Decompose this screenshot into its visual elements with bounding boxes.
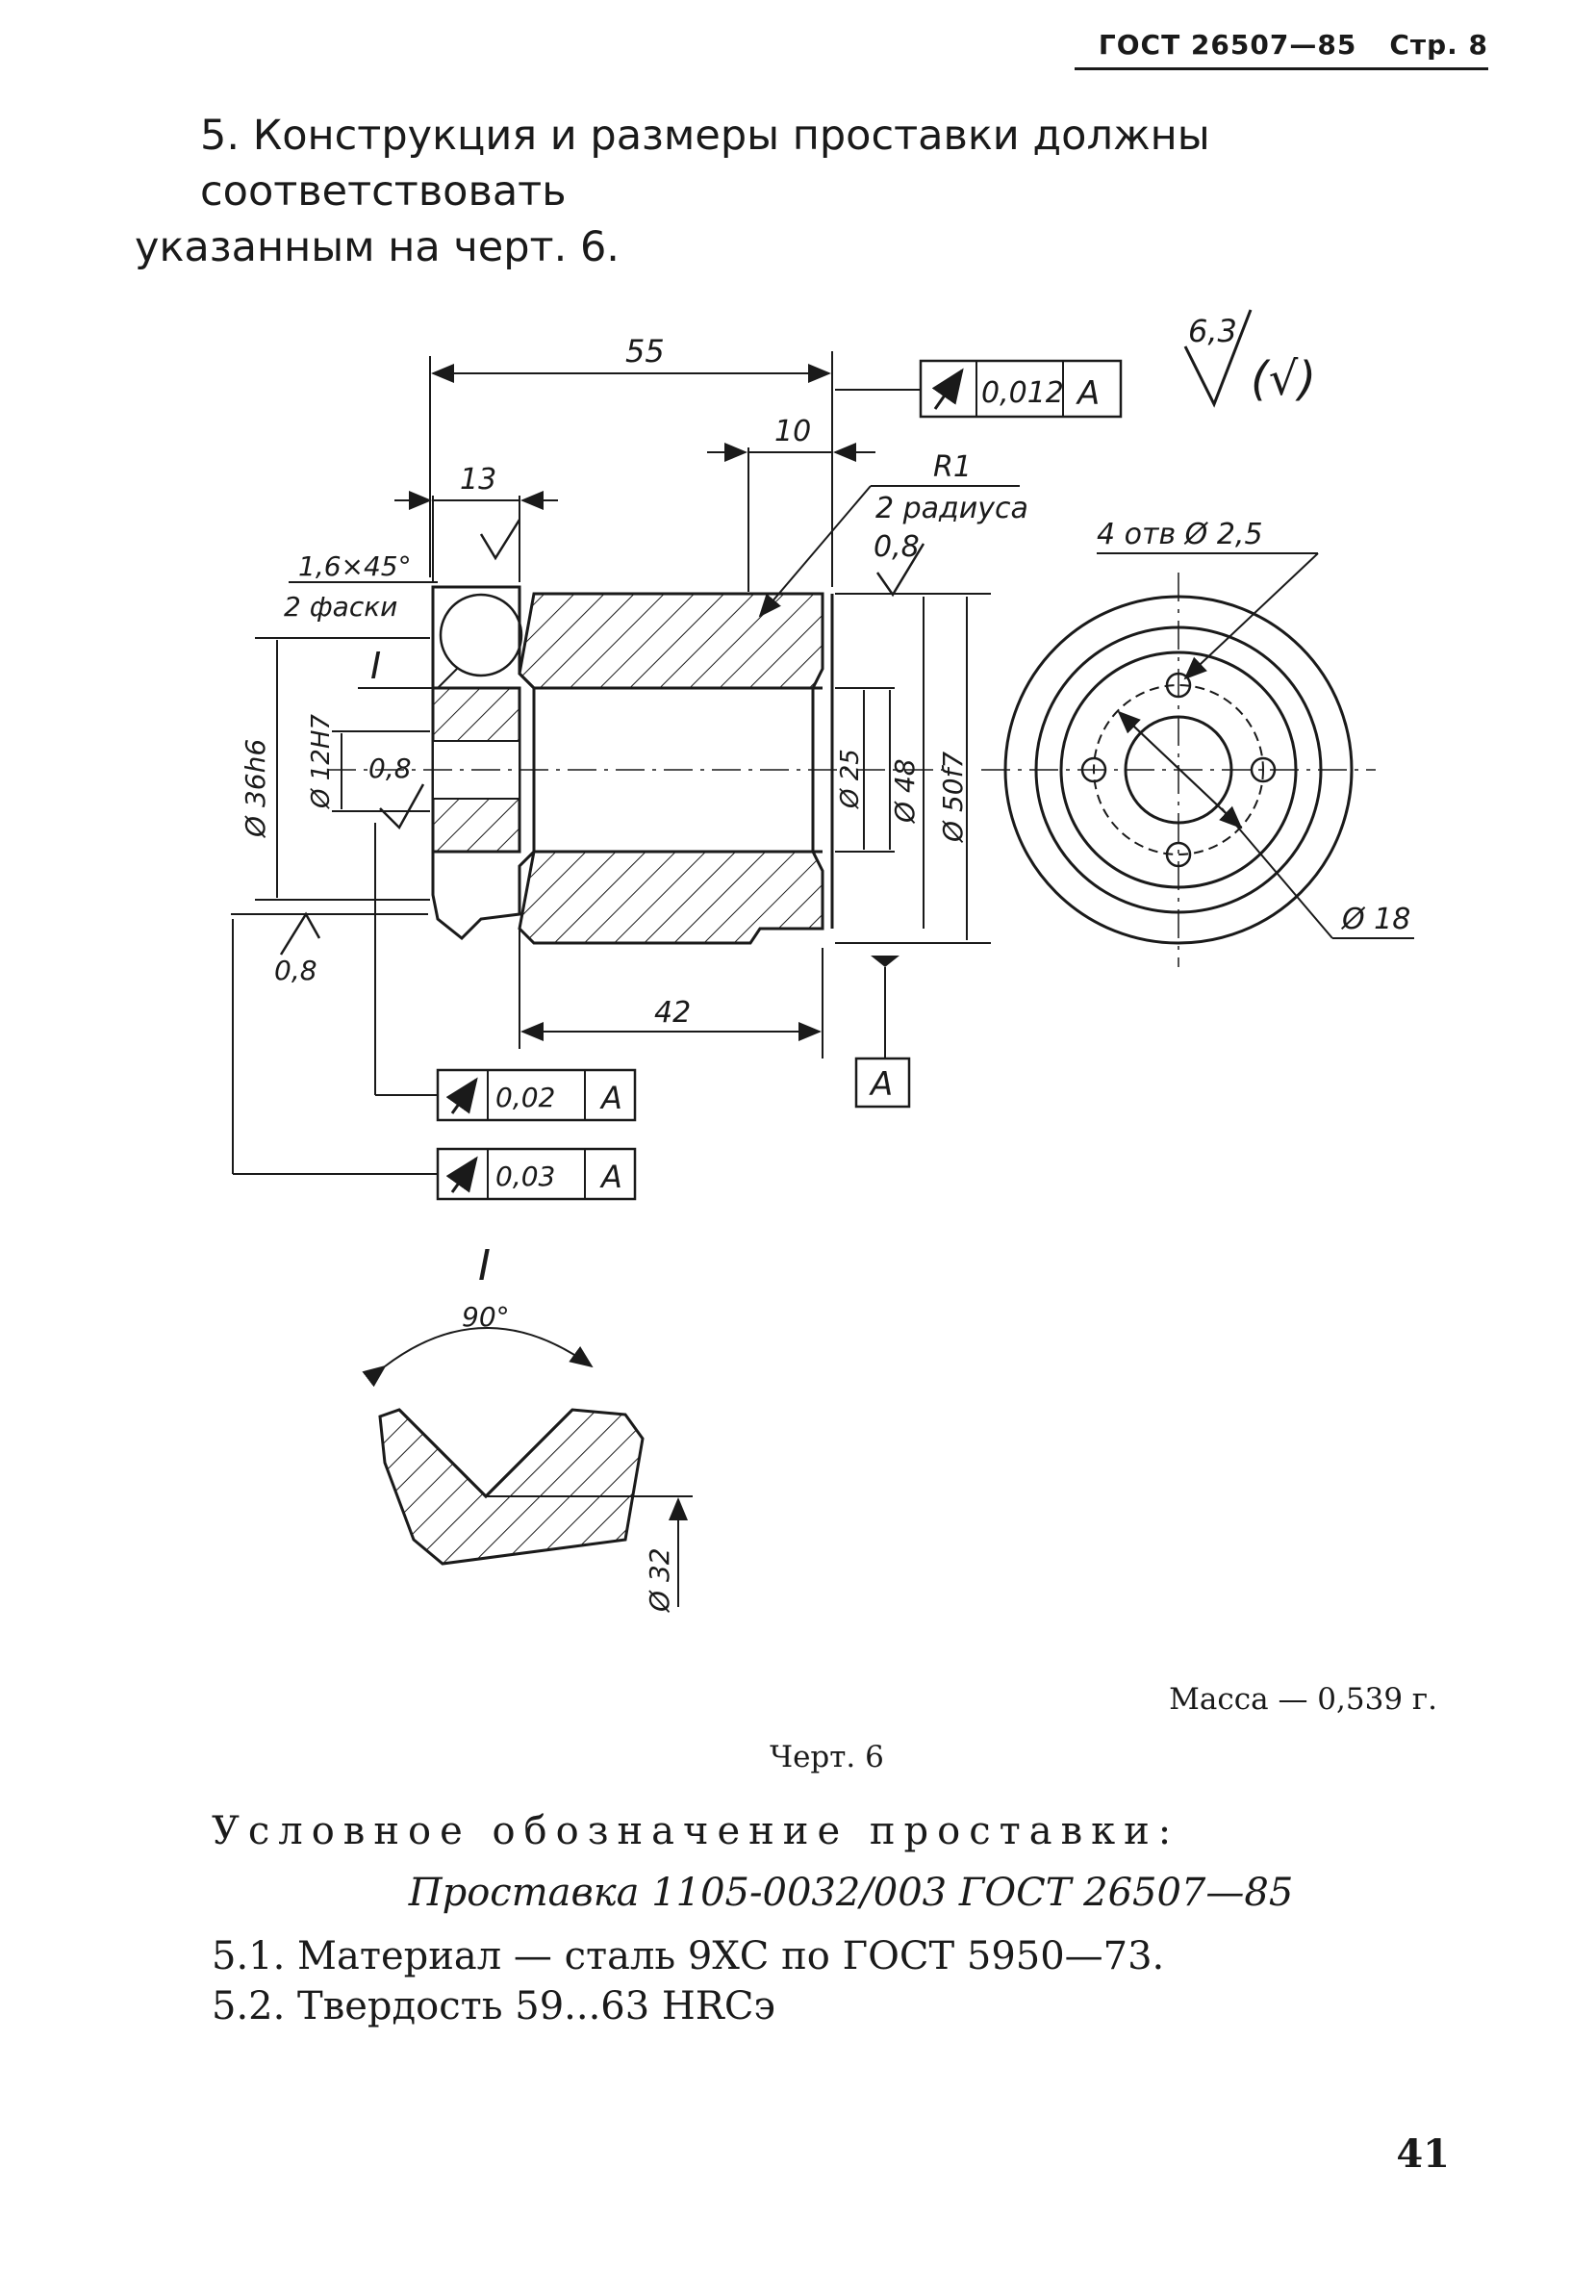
datum-a-label: A <box>869 1065 893 1104</box>
runout-mid-base: A <box>599 1080 622 1116</box>
section-5-text: 5. Конструкция и размеры проставки должн… <box>135 108 1491 275</box>
dimension-dia-50: Ø 50f7 <box>835 593 991 944</box>
dimension-13-label: 13 <box>460 463 496 497</box>
page-number: 41 <box>1396 2131 1450 2177</box>
roughness-08-left-value: 0,8 <box>368 753 412 784</box>
dimension-10-label: 10 <box>774 415 811 448</box>
detail-dia-label: Ø 32 <box>644 1547 675 1613</box>
dia-25-label: Ø 25 <box>836 749 865 809</box>
runout-top-value: 0,012 <box>981 376 1064 410</box>
designation-value: Проставка 1105-0032/003 ГОСТ 26507—85 <box>408 1871 1294 1915</box>
dia-12-label: Ø 12H7 <box>307 714 336 809</box>
detail-title: I <box>478 1241 491 1290</box>
view-mark-callout: I <box>358 645 458 689</box>
section-view <box>327 585 943 945</box>
runout-mid-value: 0,02 <box>495 1082 555 1113</box>
dimension-dia-36: Ø 36h6 <box>240 637 430 901</box>
dia-36-label: Ø 36h6 <box>240 739 271 838</box>
dimension-dia-25: Ø 25 <box>836 690 865 850</box>
item-5-1: 5.1. Материал — сталь 9ХС по ГОСТ 5950—7… <box>212 1934 1165 1978</box>
header-rule <box>1075 67 1488 70</box>
page-header: ГОСТ 26507—85 Стр. 8 <box>1099 29 1488 61</box>
chamfer-note: 2 фаски <box>284 591 397 623</box>
dia-50-label: Ø 50f7 <box>937 752 969 843</box>
dia-18-label: Ø 18 <box>1340 903 1410 936</box>
runout-frame-mid: 0,02 A <box>374 823 637 1122</box>
roughness-rest-mark: (√) <box>1251 352 1316 406</box>
roughness-08-top: 0,8 <box>874 530 925 598</box>
roughness-08-top-value: 0,8 <box>874 530 920 564</box>
view-mark-label: I <box>370 645 381 687</box>
holes-label: 4 отв Ø 2,5 <box>1097 518 1263 551</box>
detail-angle: 90° <box>462 1301 510 1333</box>
dimension-13: 13 <box>394 463 558 582</box>
roughness-08-left: 0,8 <box>368 753 425 830</box>
technical-drawing: 6,3 (√) 55 0,012 A <box>231 309 1414 1613</box>
chamfer-callout: 1,6×45° 2 фаски <box>284 550 438 623</box>
end-view: 4 отв Ø 2,5 Ø 18 <box>981 518 1414 967</box>
section-5-line-1: 5. Конструкция и размеры проставки должн… <box>200 112 1210 216</box>
dimension-dia-12: Ø 12H7 <box>307 714 430 812</box>
runout-top-base: A <box>1076 374 1100 413</box>
dimension-dia-48: Ø 48 <box>835 687 921 853</box>
runout-frame-top: 0,012 A <box>835 359 1123 419</box>
roughness-general-value: 6,3 <box>1188 313 1237 349</box>
chamfer-label: 1,6×45° <box>298 550 412 582</box>
datum-a: A <box>854 956 911 1109</box>
dimension-10: 10 <box>707 415 875 592</box>
runout-bottom-value: 0,03 <box>495 1161 555 1192</box>
dimension-55: 55 <box>429 333 833 587</box>
runout-frame-bottom: 0,03 A <box>232 919 637 1201</box>
roughness-08-bottom: 0,8 <box>231 911 428 986</box>
designation-label: Условное обозначение проставки: <box>212 1809 1180 1853</box>
header-page: Стр. 8 <box>1389 29 1488 61</box>
roughness-08-bottom-value: 0,8 <box>274 955 317 986</box>
dimension-42-label: 42 <box>654 996 691 1030</box>
runout-bottom-base: A <box>599 1159 622 1195</box>
dia-48-label: Ø 48 <box>889 758 921 824</box>
dimension-42: 42 <box>519 929 823 1059</box>
radius-label: R1 <box>933 450 972 484</box>
item-5-2: 5.2. Твердость 59...63 HRCэ <box>212 1984 775 2028</box>
dimension-55-label: 55 <box>625 333 665 370</box>
mass-label: Масса — 0,539 г. <box>1169 1682 1437 1717</box>
roughness-general-mark: 6,3 (√) <box>1183 309 1316 408</box>
header-standard: ГОСТ 26507—85 <box>1098 29 1357 61</box>
detail-view: I 90° Ø 32 <box>362 1241 693 1613</box>
radius-callout: R1 2 радиуса <box>758 450 1028 618</box>
drawing-caption: Черт. 6 <box>770 1740 884 1774</box>
radius-note: 2 радиуса <box>875 492 1028 525</box>
section-5-line-2: указанным на черт. 6. <box>135 223 620 271</box>
